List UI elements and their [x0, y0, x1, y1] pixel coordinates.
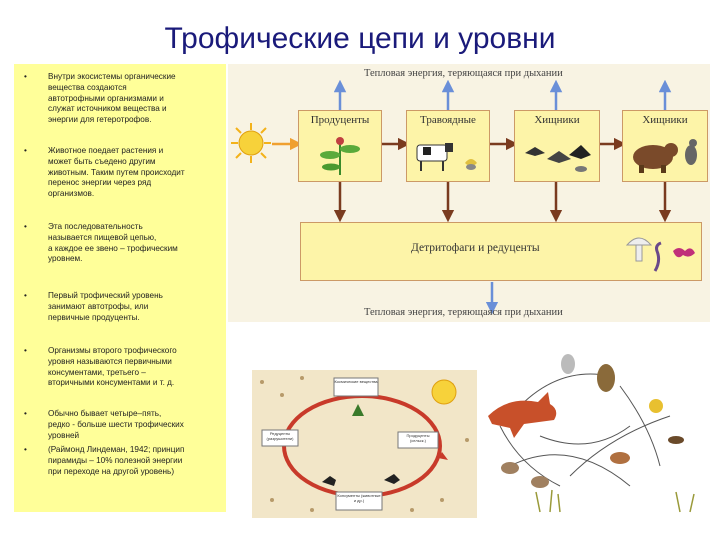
cow-icon — [416, 143, 477, 171]
herbivores-box: Травоядные — [406, 110, 490, 182]
level-label: Хищники — [642, 114, 688, 126]
detritivores-label: Детритофаги и редуценты — [411, 242, 540, 254]
level-label: Травоядные — [420, 114, 476, 126]
heat-loss-bottom-label: Тепловая энергия, теряющаяся при дыхании — [364, 307, 563, 318]
bullet-marker: • — [24, 222, 27, 231]
bullet-marker: • — [24, 346, 27, 355]
bullet-line: редко - больше шести трофических — [48, 419, 184, 429]
bullet-marker: • — [24, 445, 27, 454]
bullet-line: уровнем. — [48, 254, 83, 264]
bullet-line: Первый трофический уровень — [48, 291, 163, 300]
detritivores-box: Детритофаги и редуценты — [300, 222, 702, 281]
bullet-line: служат источником вещества и — [48, 104, 167, 114]
sun-icon — [231, 123, 271, 163]
mushroom-icon — [625, 237, 695, 272]
bullet-line: может быть съедено другим — [48, 156, 156, 166]
heat-loss-top-label: Тепловая энергия, теряющаяся при дыхании — [364, 68, 563, 79]
cycle-label: Космические вещества — [334, 379, 378, 384]
bullet-line: Эта последовательность — [48, 222, 143, 231]
bullet-line: (Раймонд Линдеман, 1942; принцип — [48, 445, 185, 454]
bullet-line: вторичными консументами и т. д. — [48, 378, 175, 388]
bullet-line: при переходе на другой уровень) — [48, 466, 175, 476]
bullet-line: Организмы второго трофического — [48, 346, 177, 355]
bird-icon — [525, 145, 591, 172]
bullet-line: энергии для гетеротрофов. — [48, 115, 152, 125]
plant-icon — [320, 137, 360, 175]
predators-box: Хищники — [514, 110, 600, 182]
bullet-line: уровней — [48, 430, 80, 440]
nutrient-cycle-image — [252, 370, 477, 518]
bullet-line: первичные продуценты. — [48, 312, 140, 322]
bullet-list-panel: • Внутри экосистемы органические веществ… — [14, 64, 226, 512]
level-label: Хищники — [534, 114, 580, 126]
bullet-line: вещества создаются — [48, 82, 127, 92]
bullet-marker: • — [24, 291, 27, 300]
bullet-line: перенос энергии через ряд — [48, 178, 152, 188]
bullet-marker: • — [24, 72, 27, 81]
cycle-label: Редуценты (разрушители) — [266, 431, 294, 441]
level-label: Продуценты — [310, 114, 370, 126]
bullet-line: называется пищевой цепью, — [48, 232, 157, 242]
bullet-line: автотрофными организмами и — [48, 93, 164, 103]
bullet-line: занимают автотрофы, или — [48, 301, 149, 311]
producers-box: Продуценты — [298, 110, 382, 182]
trophic-diagram: Тепловая энергия, теряющаяся при дыхании… — [228, 64, 710, 322]
food-web-image — [480, 346, 708, 514]
bullet-line: организмов. — [48, 189, 95, 199]
bullet-line: Животное поедает растения и — [48, 146, 164, 155]
top-predators-box: Хищники — [622, 110, 708, 182]
bullet-line: а каждое ее звено – трофическим — [48, 243, 178, 253]
bullet-line: Обычно бывает четыре–пять, — [48, 409, 162, 418]
page-title: Трофические цепи и уровни — [164, 22, 556, 55]
bullet-line: Внутри экосистемы органические — [48, 72, 176, 81]
diagram-arrows — [272, 79, 672, 315]
bullet-line: консументами, третьего – — [48, 367, 146, 377]
cycle-label: Продуценты (сельск.) — [406, 433, 430, 443]
bullet-line: пирамиды – 10% полезной энергии — [48, 455, 183, 465]
bullet-marker: • — [24, 146, 27, 155]
cycle-label: Консументы (животные и др.) — [337, 493, 381, 503]
bullet-line: уровня называются первичными — [48, 356, 172, 366]
bullet-line: животным. Таким путем происходит — [48, 167, 185, 177]
bullet-marker: • — [24, 409, 27, 418]
bear-icon — [633, 139, 697, 173]
